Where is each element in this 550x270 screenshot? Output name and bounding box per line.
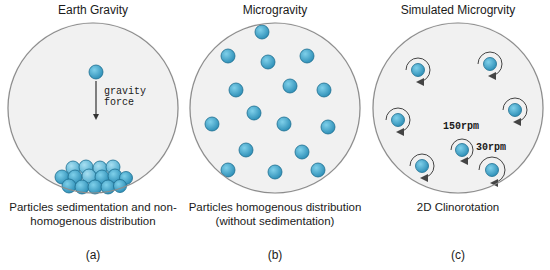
falling-particle <box>89 65 103 118</box>
circle-outline <box>189 22 361 194</box>
force-label: gravity force <box>104 86 154 108</box>
circle-outline <box>7 22 179 194</box>
panel-heading: Microgravity <box>169 3 381 17</box>
chamber-ground <box>7 22 544 194</box>
panel-letter: (c) <box>428 248 488 262</box>
speed-label: 30rpm <box>476 142 516 153</box>
rotating-particles <box>386 52 527 183</box>
panel-caption: Particles homogenous distribution (witho… <box>185 200 365 228</box>
panel-letter: (a) <box>63 248 123 262</box>
panel-caption: Particles sedimentation and non-homogeno… <box>3 200 183 228</box>
panel-heading: Simulated Microgrvity <box>352 3 550 17</box>
circle-outline <box>372 22 544 194</box>
speed-label: 150rpm <box>443 121 487 132</box>
floating-particles <box>205 25 335 179</box>
panel-heading: Earth Gravity <box>0 3 199 17</box>
chamber-circle: Microgravity <box>189 22 361 194</box>
panel-letter: (b) <box>245 248 305 262</box>
chamber-circle: Earth Gravitygravity force <box>7 22 179 194</box>
panel-caption: 2D Clinorotation <box>368 200 548 214</box>
chamber-circle: Simulated Microgrvity150rpm30rpm <box>372 22 544 194</box>
